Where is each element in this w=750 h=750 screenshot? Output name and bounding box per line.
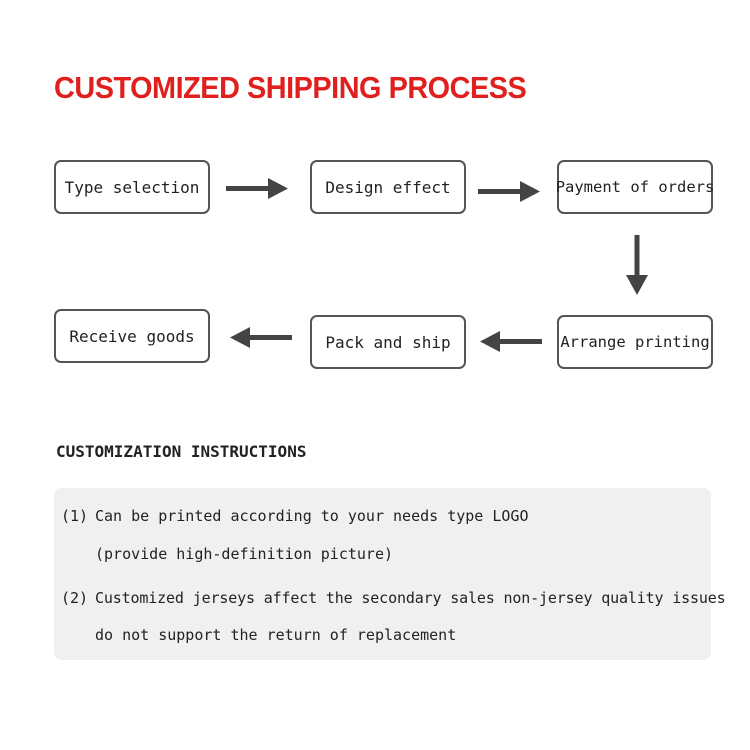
note-2-number: (2) <box>61 589 89 607</box>
step-pack-and-ship: Pack and ship <box>310 315 466 369</box>
arrow-right-icon <box>478 181 540 202</box>
step-arrange-printing: Arrange printing <box>557 315 713 369</box>
arrow-down-icon <box>626 235 648 295</box>
arrow-left-icon <box>230 327 292 348</box>
note-1-number: (1) <box>61 507 89 525</box>
note-2-line-1: Customized jerseys affect the secondary … <box>95 589 726 607</box>
instructions-panel: (1) Can be printed according to your nee… <box>54 488 726 660</box>
step-payment-of-orders: Payment of orders <box>556 160 714 214</box>
instructions-heading: CUSTOMIZATION INSTRUCTIONS <box>56 442 307 461</box>
step-receive-goods: Receive goods <box>54 309 210 363</box>
arrow-left-icon <box>480 331 542 352</box>
arrow-right-icon <box>226 178 288 199</box>
note-1-line-2: (provide high-definition picture) <box>95 545 394 563</box>
step-type-selection: Type selection <box>54 160 210 214</box>
step-design-effect: Design effect <box>310 160 466 214</box>
note-2-line-2: do not support the return of replacement <box>95 626 457 644</box>
page-title: CUSTOMIZED SHIPPING PROCESS <box>54 70 527 105</box>
note-1-line-1: Can be printed according to your needs t… <box>95 507 529 525</box>
